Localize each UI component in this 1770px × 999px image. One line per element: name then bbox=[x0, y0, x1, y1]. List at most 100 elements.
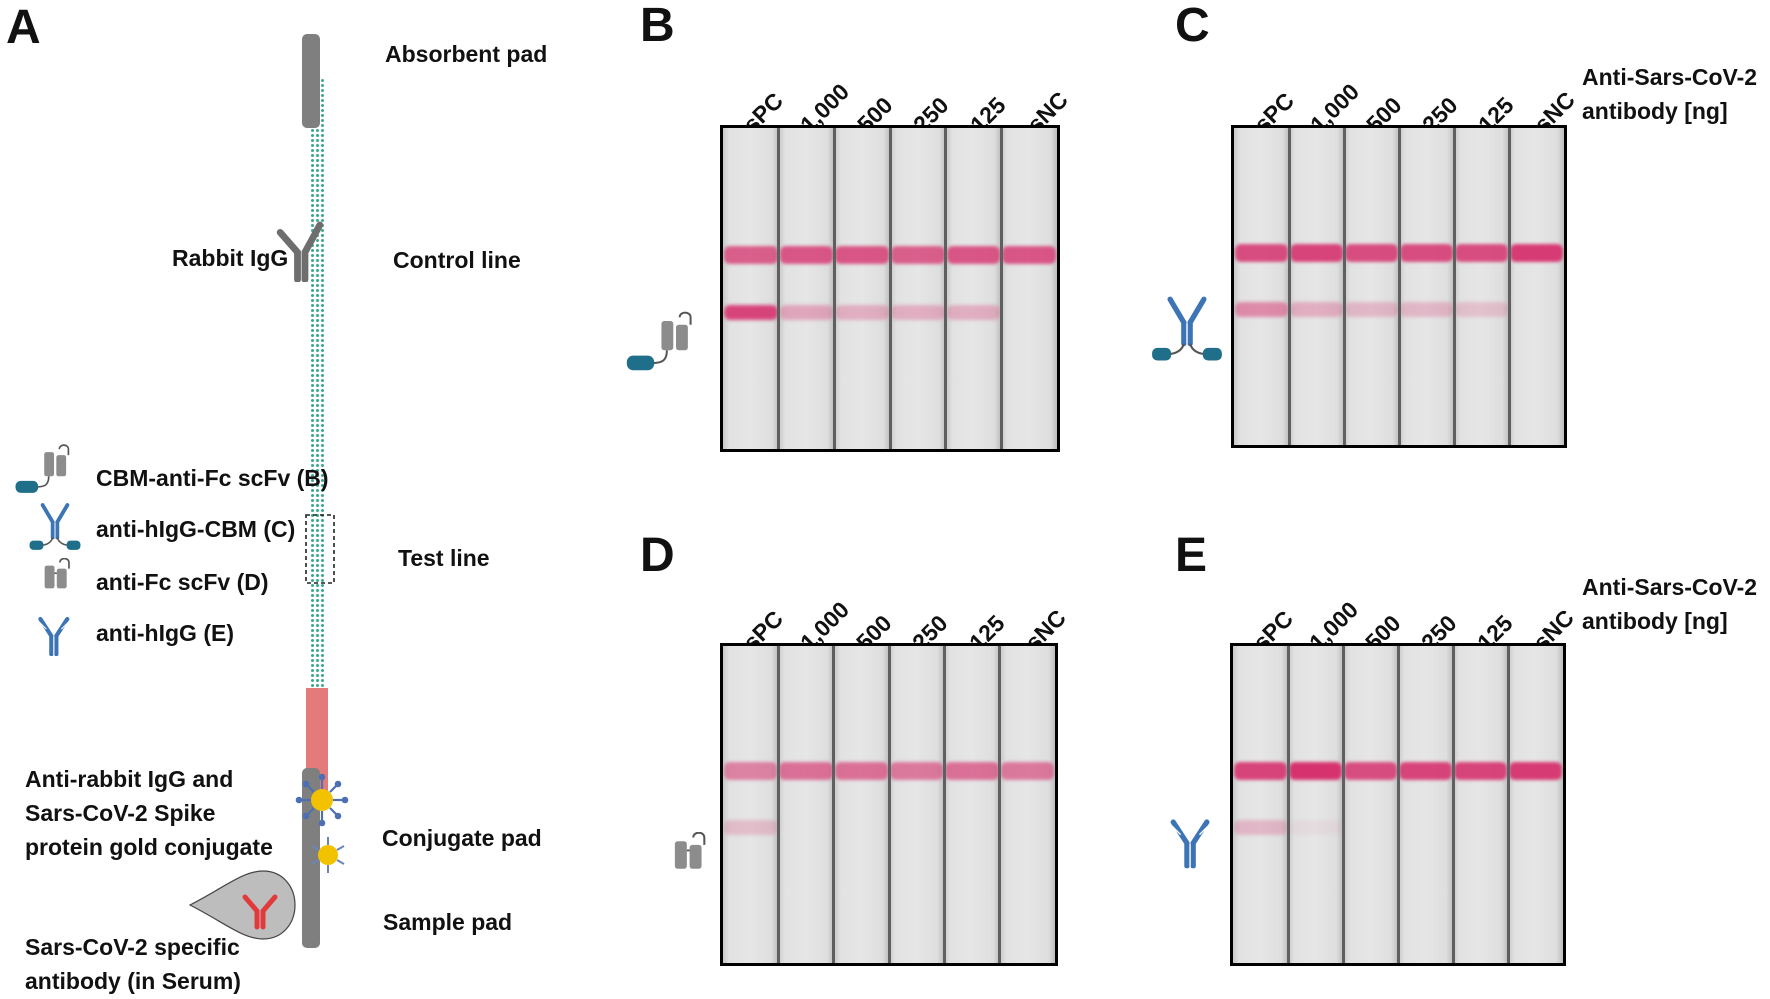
strip-lane bbox=[834, 128, 890, 449]
legend-label: anti-hIgG (E) bbox=[96, 620, 234, 646]
strip-lane bbox=[1509, 128, 1564, 445]
control-band bbox=[946, 245, 1001, 264]
gold-conjugate-icon bbox=[295, 773, 349, 873]
test-band bbox=[1289, 820, 1342, 836]
panel-letter-c: C bbox=[1175, 0, 1210, 52]
panel-letter-d: D bbox=[640, 529, 675, 582]
strip-lane bbox=[1508, 646, 1563, 963]
lane-divider bbox=[1397, 128, 1401, 445]
anti-higg-icon bbox=[36, 614, 70, 656]
lane-divider bbox=[999, 128, 1003, 449]
test-strip-photo bbox=[720, 125, 1060, 452]
test-line-label: Test line bbox=[398, 545, 490, 571]
lane-divider bbox=[1507, 128, 1511, 445]
lane-divider bbox=[942, 646, 946, 963]
test-band bbox=[1290, 302, 1343, 318]
lane-divider bbox=[832, 646, 836, 963]
control-band bbox=[1344, 762, 1397, 781]
legend-label: anti-hIgG-CBM (C) bbox=[96, 516, 296, 542]
strip-lane bbox=[1399, 128, 1454, 445]
strip-lane bbox=[944, 646, 1000, 963]
test-band bbox=[1345, 302, 1398, 318]
strip-lane bbox=[1289, 128, 1344, 445]
strip-lane bbox=[945, 128, 1002, 449]
control-line-label: Control line bbox=[393, 247, 521, 273]
test-band bbox=[1455, 302, 1508, 318]
lane-divider bbox=[1452, 128, 1456, 445]
control-band bbox=[1002, 245, 1056, 264]
panel-letter-b: B bbox=[640, 0, 675, 52]
absorbent-pad-label: Absorbent pad bbox=[385, 41, 548, 67]
legend-label: CBM-anti-Fc scFv (B) bbox=[96, 465, 329, 491]
control-band bbox=[834, 762, 888, 781]
strip-lane bbox=[778, 646, 834, 963]
control-band bbox=[779, 245, 834, 264]
control-band bbox=[1000, 762, 1054, 781]
control-band bbox=[945, 762, 999, 781]
anti-higg-icon bbox=[1168, 815, 1210, 869]
sample-pad-label: Sample pad bbox=[383, 909, 513, 935]
lane-divider bbox=[944, 128, 948, 449]
rabbit-igg-label: Rabbit IgG bbox=[172, 245, 289, 271]
control-band bbox=[724, 762, 778, 781]
cbm-anti-fc-scfv-icon bbox=[625, 310, 707, 374]
axis-label-c: Anti-Sars-CoV-2 antibody [ng] bbox=[1582, 64, 1758, 124]
test-strip-photo bbox=[1231, 125, 1567, 448]
control-band bbox=[1399, 762, 1452, 781]
lane-divider bbox=[1506, 646, 1510, 963]
strip-lane bbox=[1001, 128, 1057, 449]
lane-divider bbox=[777, 128, 781, 449]
strip-lane bbox=[999, 646, 1055, 963]
strip-lane bbox=[778, 128, 835, 449]
serum-drop-icon bbox=[188, 870, 296, 940]
strip-lane bbox=[1343, 646, 1398, 963]
lane-divider bbox=[1396, 646, 1400, 963]
test-strip-photo bbox=[1230, 643, 1566, 966]
lane-divider bbox=[776, 646, 780, 963]
test-band bbox=[779, 304, 834, 320]
anti-higg-cbm-icon bbox=[28, 502, 82, 556]
legend-label: anti-Fc scFv (D) bbox=[96, 569, 269, 595]
strip-lane bbox=[1344, 128, 1399, 445]
control-band bbox=[1455, 244, 1508, 263]
strip-lane bbox=[723, 128, 779, 449]
test-band bbox=[946, 304, 1001, 320]
test-band bbox=[724, 820, 778, 836]
control-band bbox=[1345, 244, 1398, 263]
test-band bbox=[724, 304, 778, 320]
test-line-marker bbox=[305, 514, 335, 584]
strip-lane bbox=[1288, 646, 1343, 963]
strip-lane bbox=[1234, 128, 1289, 445]
anti-higg-cbm-icon bbox=[1150, 295, 1224, 369]
cbm-anti-fc-scfv-icon bbox=[14, 443, 82, 496]
lane-divider bbox=[887, 646, 891, 963]
test-band bbox=[1400, 302, 1453, 318]
panel-letter-a: A bbox=[6, 1, 41, 54]
lane-divider bbox=[1287, 128, 1291, 445]
strip-lane bbox=[1453, 646, 1508, 963]
lane-divider bbox=[998, 646, 1002, 963]
control-band bbox=[724, 245, 778, 264]
control-band bbox=[1454, 762, 1507, 781]
lane-divider bbox=[832, 128, 836, 449]
strip-lane bbox=[833, 646, 889, 963]
control-band bbox=[1510, 244, 1563, 263]
anti-fc-scfv-icon bbox=[662, 832, 708, 878]
control-band bbox=[1400, 244, 1453, 263]
absorbent-pad bbox=[302, 34, 320, 128]
control-band bbox=[890, 762, 944, 781]
control-band bbox=[835, 245, 889, 264]
lane-divider bbox=[1451, 646, 1455, 963]
test-band bbox=[1235, 302, 1288, 318]
lane-divider bbox=[1341, 646, 1345, 963]
control-band bbox=[779, 762, 833, 781]
test-strip-photo bbox=[720, 643, 1058, 966]
strip-lane bbox=[890, 128, 946, 449]
control-band bbox=[1289, 762, 1342, 781]
test-band bbox=[891, 304, 945, 320]
strip-lane bbox=[889, 646, 945, 963]
strip-lane bbox=[1398, 646, 1453, 963]
lane-divider bbox=[888, 128, 892, 449]
control-band bbox=[1509, 762, 1562, 781]
conjugate-pad-label: Conjugate pad bbox=[382, 825, 542, 851]
